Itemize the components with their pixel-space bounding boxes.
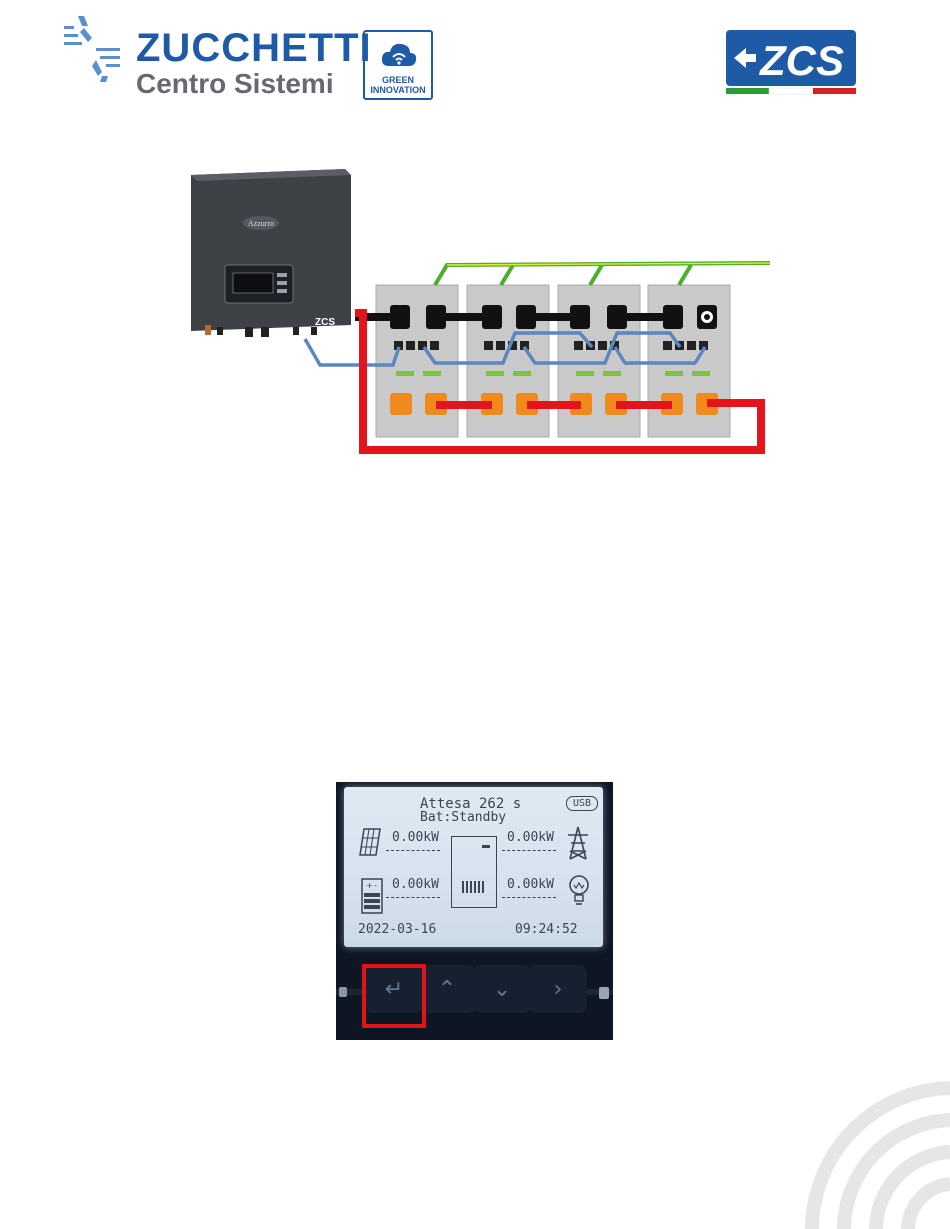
up-button[interactable]: ⌃ (418, 965, 476, 1013)
left-indicator (339, 987, 347, 997)
inverter: Azzurro ZCS (191, 169, 351, 337)
grid-power: 0.00kW (507, 830, 554, 845)
zucchetti-mark-icon (62, 12, 124, 82)
pv-power: 0.00kW (392, 830, 439, 845)
chevron-up-icon: ⌃ (438, 977, 456, 1002)
badge-line-2: INNOVATION (365, 85, 431, 95)
zucchetti-logo: ZUCCHETTI Centro Sistemi GREEN INNOVATIO… (62, 10, 442, 100)
lightbulb-icon (566, 873, 592, 909)
zcs-logo: ZCS (724, 28, 858, 96)
brand-subtitle: Centro Sistemi (136, 68, 334, 100)
load-power: 0.00kW (507, 877, 554, 892)
right-indicator (599, 987, 609, 999)
battery-flow-line (386, 897, 440, 898)
lcd-screen: Attesa 262 s USB Bat:Standby 0.00kW 0.00… (344, 787, 603, 947)
decorative-swirl (800, 1080, 950, 1229)
load-flow-line (502, 897, 556, 898)
chevron-right-icon: › (554, 977, 563, 1002)
battery-wiring-diagram: Azzurro ZCS (185, 165, 770, 465)
inverter-display-photo: Attesa 262 s USB Bat:Standby 0.00kW 0.00… (336, 782, 613, 1040)
solar-panel-icon (358, 827, 382, 857)
badge-line-1: GREEN (365, 75, 431, 85)
battery-4 (648, 285, 730, 437)
down-button[interactable]: ⌄ (473, 965, 531, 1013)
green-innovation-badge: GREEN INNOVATION (363, 30, 433, 100)
grid-flow-line (502, 850, 556, 851)
battery-status: Bat:Standby (420, 810, 506, 825)
grid-tower-icon (564, 825, 592, 861)
display-time: 09:24:52 (515, 922, 578, 937)
inverter-brand: Azzurro (248, 219, 274, 228)
svg-text:+: + (366, 881, 373, 890)
svg-text:-: - (374, 881, 377, 890)
usb-indicator: USB (566, 796, 598, 811)
enter-button[interactable]: › (529, 965, 587, 1013)
display-date: 2022-03-16 (358, 922, 436, 937)
inverter-icon (451, 836, 497, 908)
zcs-logo-text: ZCS (759, 37, 844, 84)
chevron-down-icon: ⌄ (493, 977, 511, 1002)
ground-cables (435, 263, 770, 285)
cloud-wifi-icon (379, 38, 419, 72)
brand-name: ZUCCHETTI (136, 26, 372, 70)
zcs-logo-graphic: ZCS (724, 28, 858, 96)
inverter-badge: ZCS (315, 317, 335, 328)
back-button-highlight (362, 964, 426, 1028)
battery-power: 0.00kW (392, 877, 439, 892)
battery-icon: + - (360, 875, 384, 915)
pv-flow-line (386, 850, 440, 851)
